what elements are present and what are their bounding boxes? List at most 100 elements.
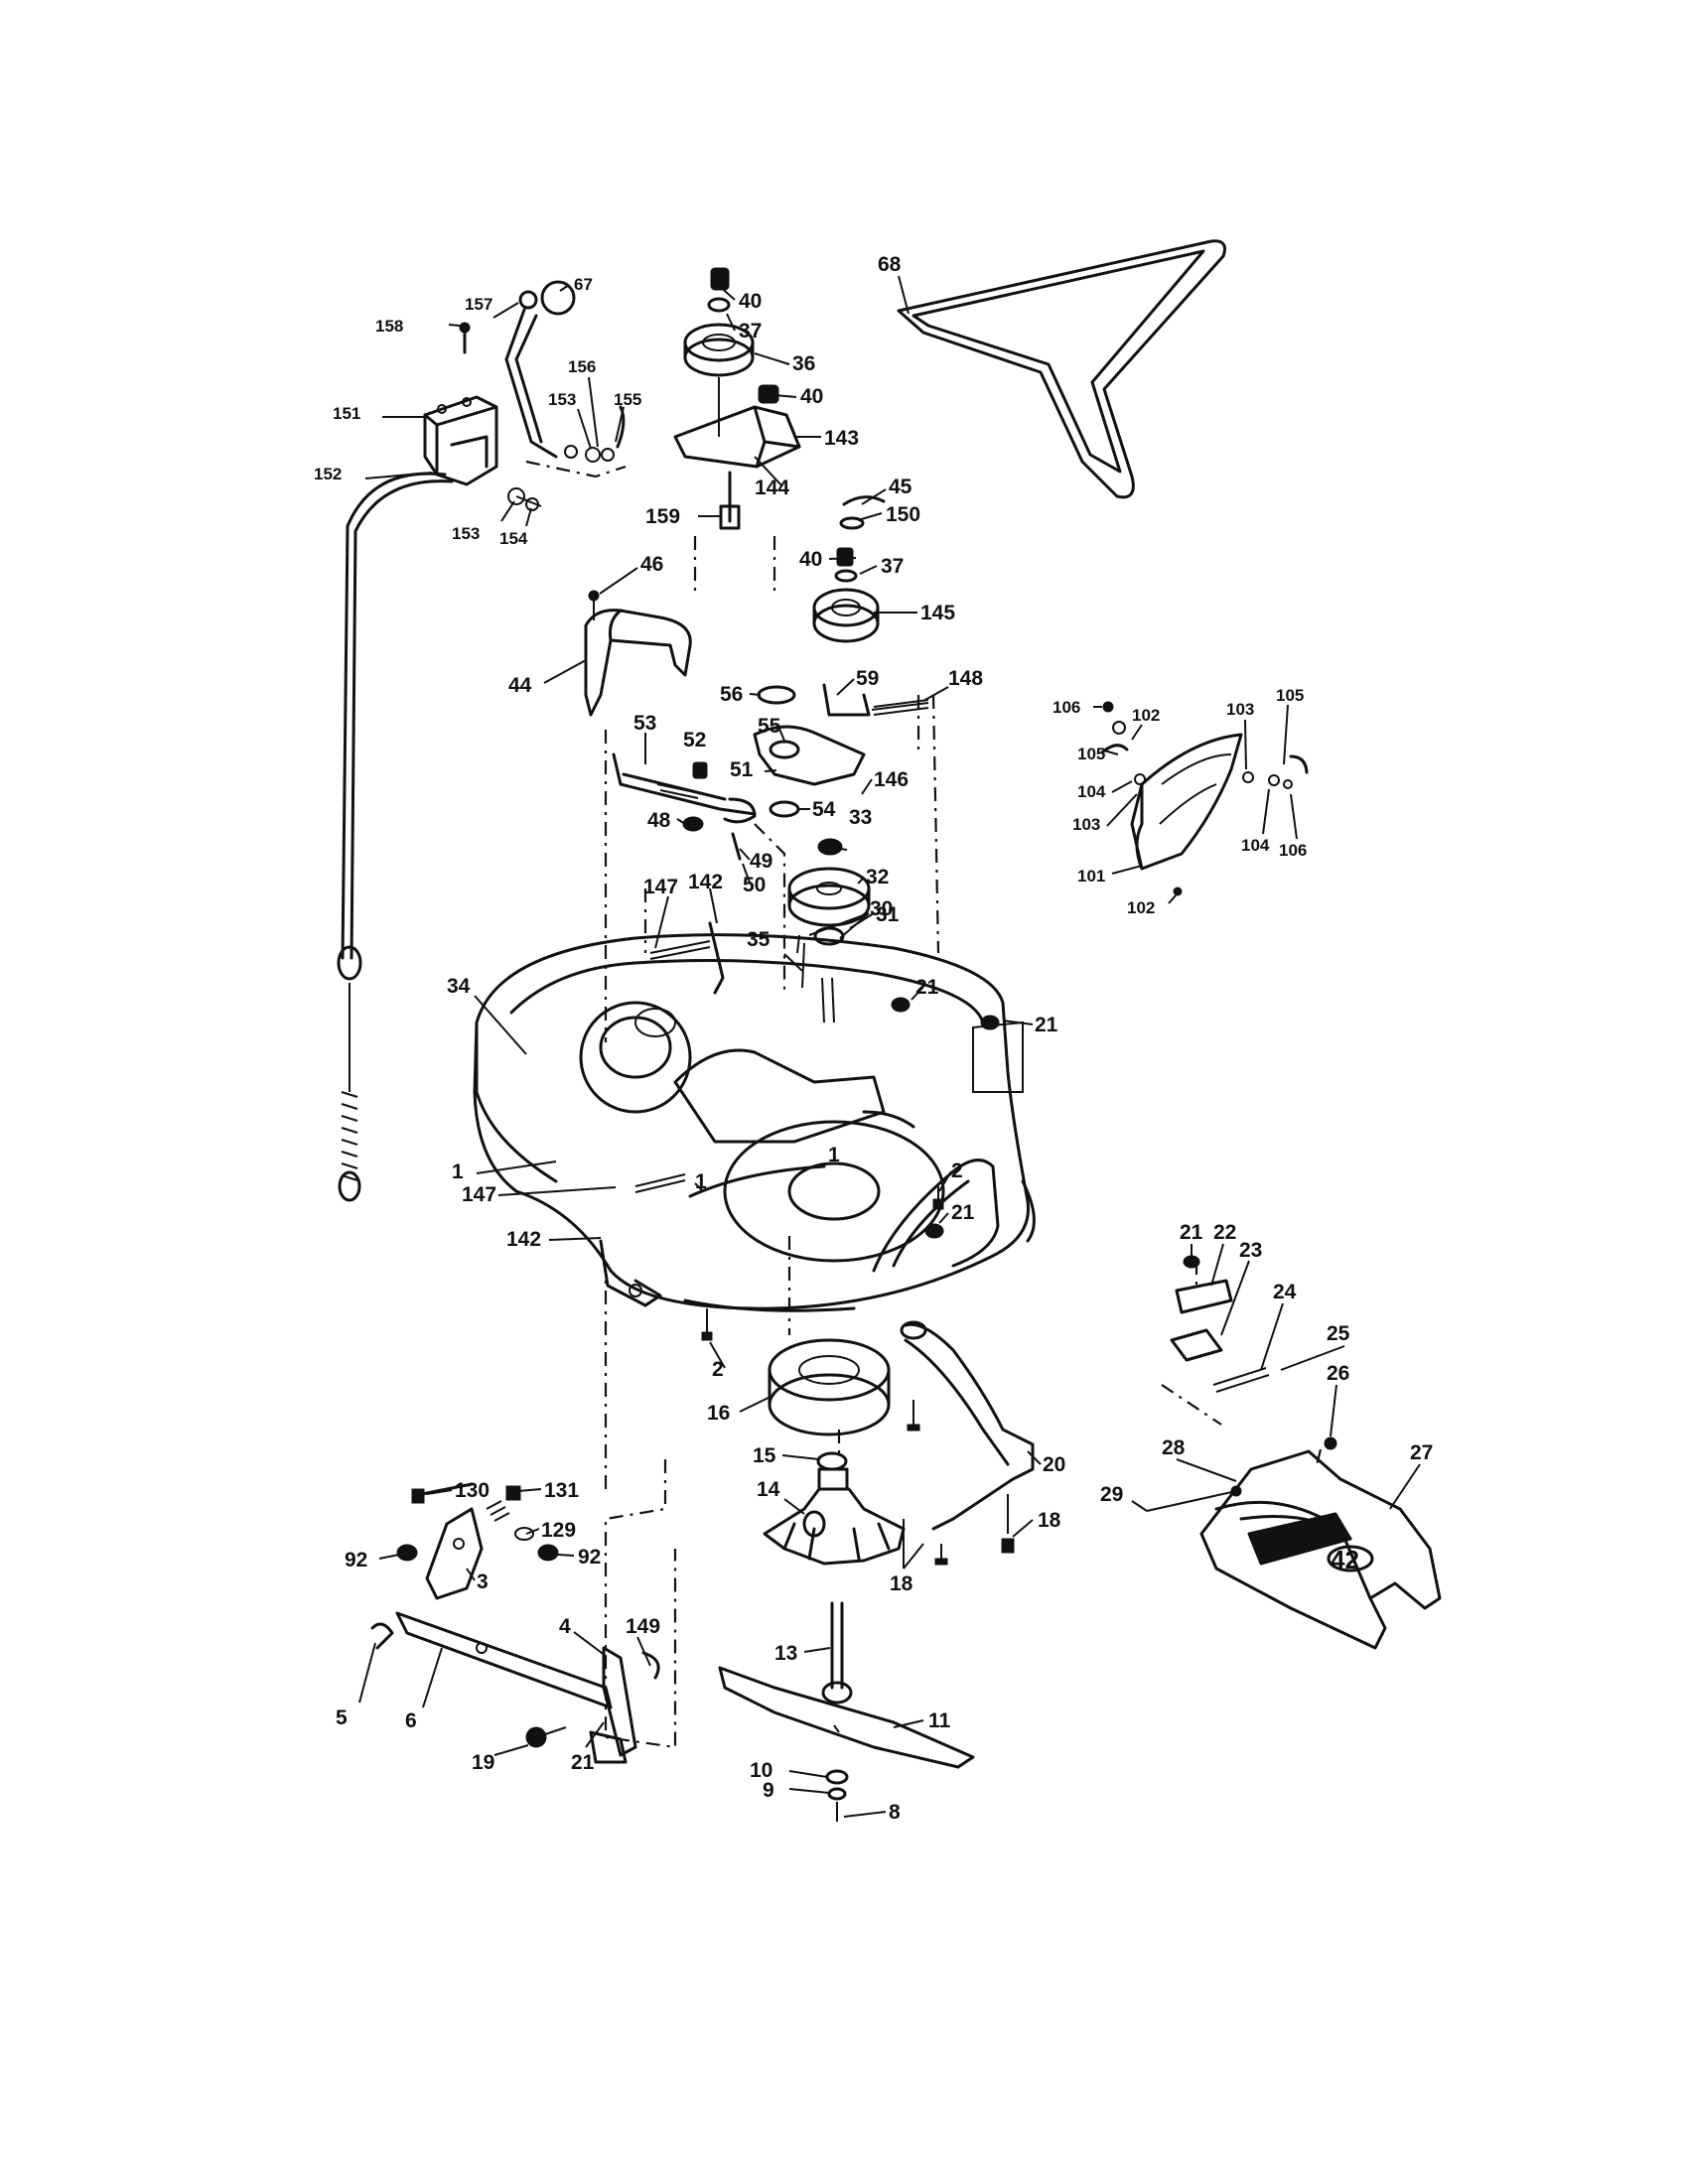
callout-153-lower: 153 [452,524,480,543]
front-hanger-brackets [370,1482,660,1764]
callout-11: 11 [928,1709,951,1732]
callout-104-right: 104 [1241,836,1270,855]
callout-19: 19 [472,1751,494,1774]
callout-4: 4 [559,1615,571,1638]
deck-pulley-32 [787,838,871,1024]
callout-159: 159 [645,505,680,528]
callout-52: 52 [683,729,706,751]
callout-106-bottom: 106 [1279,841,1307,860]
callout-26: 26 [1327,1362,1349,1385]
lift-cable-152 [337,472,454,1202]
callout-92-right: 92 [578,1546,601,1569]
callout-153-upper: 153 [548,390,576,409]
lower-idler-pulley-assembly [812,495,886,643]
callout-103-right: 103 [1226,700,1254,719]
tension-rod-53 [612,752,757,861]
callout-105-right: 105 [1276,686,1304,705]
callout-23: 23 [1239,1239,1262,1262]
callout-143: 143 [824,427,859,450]
callout-102-bottom: 102 [1127,898,1155,917]
callout-27: 27 [1410,1441,1433,1464]
callout-68: 68 [878,253,902,276]
callout-102-top: 102 [1132,706,1160,725]
discharge-chute-27: 42 [1146,1449,1442,1650]
callout-50: 50 [743,874,766,896]
assembly-centerlines [525,460,1323,1749]
callout-131: 131 [544,1479,579,1502]
callout-44: 44 [508,674,532,697]
callout-55: 55 [758,715,781,738]
callout-158: 158 [375,317,403,336]
callout-151: 151 [333,404,360,423]
callout-31: 31 [876,903,900,926]
chute-mount-22 [1170,1255,1337,1450]
callout-54: 54 [812,798,836,821]
idler-arm-55 [753,683,929,818]
callout-2-right: 2 [951,1160,963,1182]
callout-24: 24 [1273,1281,1297,1303]
callout-20: 20 [1043,1453,1065,1476]
callout-labels: 67 157 158 156 153 155 151 152 153 154 4… [314,253,1433,1824]
callout-155: 155 [614,390,641,409]
callout-92-left: 92 [345,1549,367,1571]
callout-21-chute: 21 [1180,1221,1203,1244]
callout-156: 156 [568,357,596,376]
callout-45: 45 [889,476,912,498]
callout-150: 150 [886,503,920,526]
callout-1-right: 1 [828,1144,840,1166]
callout-40-mid: 40 [800,385,823,408]
callout-1-center: 1 [695,1170,707,1193]
callout-48: 48 [647,809,671,832]
callout-101: 101 [1077,867,1105,886]
callout-8: 8 [889,1801,901,1824]
callout-157: 157 [465,295,492,314]
callout-30: 30 [870,897,893,920]
upper-idler-pulley-assembly [673,267,801,530]
callout-40-lower: 40 [799,548,822,571]
callout-40-top: 40 [739,290,762,313]
callout-56: 56 [720,683,743,706]
callout-16: 16 [707,1402,730,1425]
callout-36: 36 [792,352,815,375]
deck-fasteners [701,997,1000,1341]
callout-145: 145 [920,602,955,624]
callout-25: 25 [1327,1322,1350,1345]
callout-51: 51 [730,758,754,781]
callout-33: 33 [849,806,872,829]
callout-37-lower: 37 [881,555,904,578]
deck-mounting-arm-20 [900,1320,1035,1566]
callout-53: 53 [633,712,656,735]
callout-9: 9 [763,1779,774,1802]
deck-springs-brackets [599,921,725,1307]
callout-154: 154 [499,529,528,548]
callout-147-top: 147 [643,876,678,898]
callout-22: 22 [1213,1221,1236,1244]
callout-49: 49 [750,850,772,873]
mower-deck-housing [473,933,1036,1312]
callout-67: 67 [574,275,593,294]
callout-142-top: 142 [688,871,723,893]
callout-142-bottom: 142 [506,1228,541,1251]
lift-lever-assembly [423,280,626,511]
callout-21-hanger: 21 [571,1751,595,1774]
callout-15: 15 [753,1444,776,1467]
spindle-blade-assembly [718,1338,975,1822]
callout-3: 3 [477,1570,489,1593]
callout-18-bottom: 18 [890,1572,913,1595]
callout-6: 6 [405,1709,417,1732]
callout-29: 29 [1100,1483,1123,1506]
deck-decal-text: 42 [1331,1545,1359,1574]
callout-59: 59 [856,667,879,690]
callout-148: 148 [948,667,983,690]
callout-147-bottom: 147 [462,1183,496,1206]
drive-belt-68 [897,239,1226,499]
callout-21-deck-right: 21 [1035,1014,1058,1036]
callout-21-deck-top: 21 [915,976,939,999]
callout-1-left: 1 [452,1160,464,1183]
callout-106-top: 106 [1052,698,1080,717]
callout-146: 146 [874,768,909,791]
callout-144: 144 [755,477,789,499]
belt-guard-44 [584,590,692,717]
callout-10: 10 [750,1759,772,1782]
